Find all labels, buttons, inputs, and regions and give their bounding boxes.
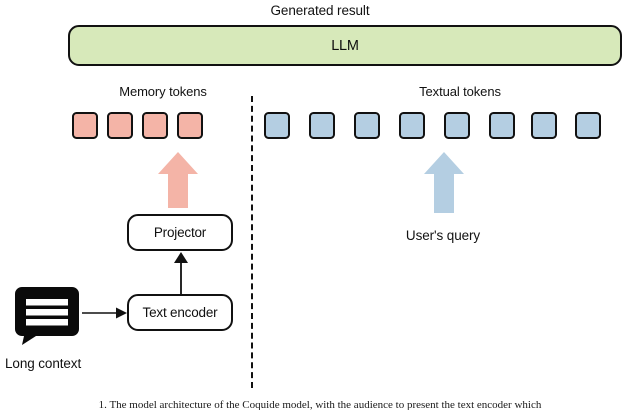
- textual-token: [264, 112, 290, 139]
- projector-label: Projector: [153, 225, 207, 240]
- generated-result-label: Generated result: [270, 3, 370, 18]
- memory-flow-arrow-icon: [158, 152, 198, 208]
- text-encoder-box: Text encoder: [127, 294, 233, 331]
- textual-token: [354, 112, 380, 139]
- textual-token: [309, 112, 335, 139]
- context-to-encoder-arrow-icon: [82, 307, 127, 319]
- section-divider-dashed: [251, 96, 253, 388]
- memory-token: [72, 112, 98, 139]
- text-encoder-label: Text encoder: [142, 305, 218, 320]
- memory-token: [177, 112, 203, 139]
- textual-token: [575, 112, 601, 139]
- textual-tokens-label: Textual tokens: [419, 84, 501, 99]
- long-context-label: Long context: [5, 356, 82, 371]
- textual-token: [489, 112, 515, 139]
- memory-token: [142, 112, 168, 139]
- query-flow-arrow-icon: [424, 152, 464, 213]
- textual-token: [531, 112, 557, 139]
- memory-token: [107, 112, 133, 139]
- llm-label: LLM: [331, 37, 359, 54]
- textual-token: [399, 112, 425, 139]
- memory-tokens-label: Memory tokens: [119, 84, 207, 99]
- textual-token: [444, 112, 470, 139]
- users-query-label: User's query: [405, 228, 481, 243]
- encoder-to-projector-arrow-icon: [174, 252, 188, 296]
- projector-box: Projector: [127, 214, 233, 251]
- long-context-chat-bubble-icon: [15, 287, 79, 345]
- figure-caption: 1. The model architecture of the Coquide…: [98, 399, 542, 410]
- llm-block: LLM: [68, 25, 622, 66]
